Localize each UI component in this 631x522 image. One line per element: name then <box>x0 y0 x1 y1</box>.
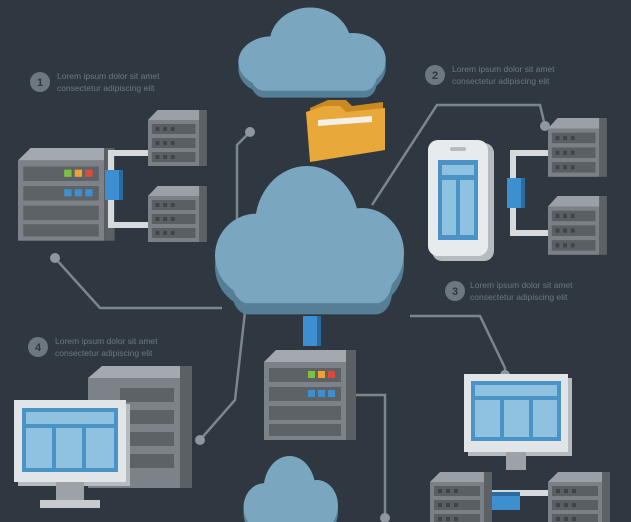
desktop-monitor-right <box>464 374 572 470</box>
left-server-group <box>18 110 207 242</box>
note-3-number-badge <box>445 281 465 301</box>
note-1-number: 1 <box>37 77 43 89</box>
note-2-number-badge <box>425 65 445 85</box>
note-2-line2: consectetur adipiscing elit <box>452 76 550 86</box>
note-2-number: 2 <box>432 70 438 82</box>
note-3-number: 3 <box>452 286 458 298</box>
note-1-line2: consectetur adipiscing elit <box>57 83 155 93</box>
connector-lines <box>54 103 547 522</box>
note-3: 3 Lorem ipsum dolor sit amet consectetur… <box>445 280 573 302</box>
desktop-monitor-left <box>14 400 130 508</box>
note-4-number: 4 <box>35 342 42 354</box>
right-server-group <box>507 118 607 255</box>
note-3-line2: consectetur adipiscing elit <box>470 292 568 302</box>
smartphone-icon <box>428 140 494 261</box>
folder-icon <box>306 100 385 162</box>
connector-endpoints <box>50 121 550 522</box>
note-3-line1: Lorem ipsum dolor sit amet <box>470 280 573 290</box>
note-4-line1: Lorem ipsum dolor sit amet <box>55 336 158 346</box>
note-1-line1: Lorem ipsum dolor sit amet <box>57 71 160 81</box>
bottom-right-server-group <box>430 472 610 522</box>
cloud-connector <box>303 316 321 346</box>
note-2: 2 Lorem ipsum dolor sit amet consectetur… <box>425 64 555 86</box>
note-4-line2: consectetur adipiscing elit <box>55 348 153 358</box>
note-4: 4 Lorem ipsum dolor sit amet consectetur… <box>28 336 158 358</box>
note-4-number-badge <box>28 337 48 357</box>
note-1: 1 Lorem ipsum dolor sit amet consectetur… <box>30 71 160 93</box>
note-2-line1: Lorem ipsum dolor sit amet <box>452 64 555 74</box>
note-1-number-badge <box>30 72 50 92</box>
center-server <box>264 350 356 440</box>
